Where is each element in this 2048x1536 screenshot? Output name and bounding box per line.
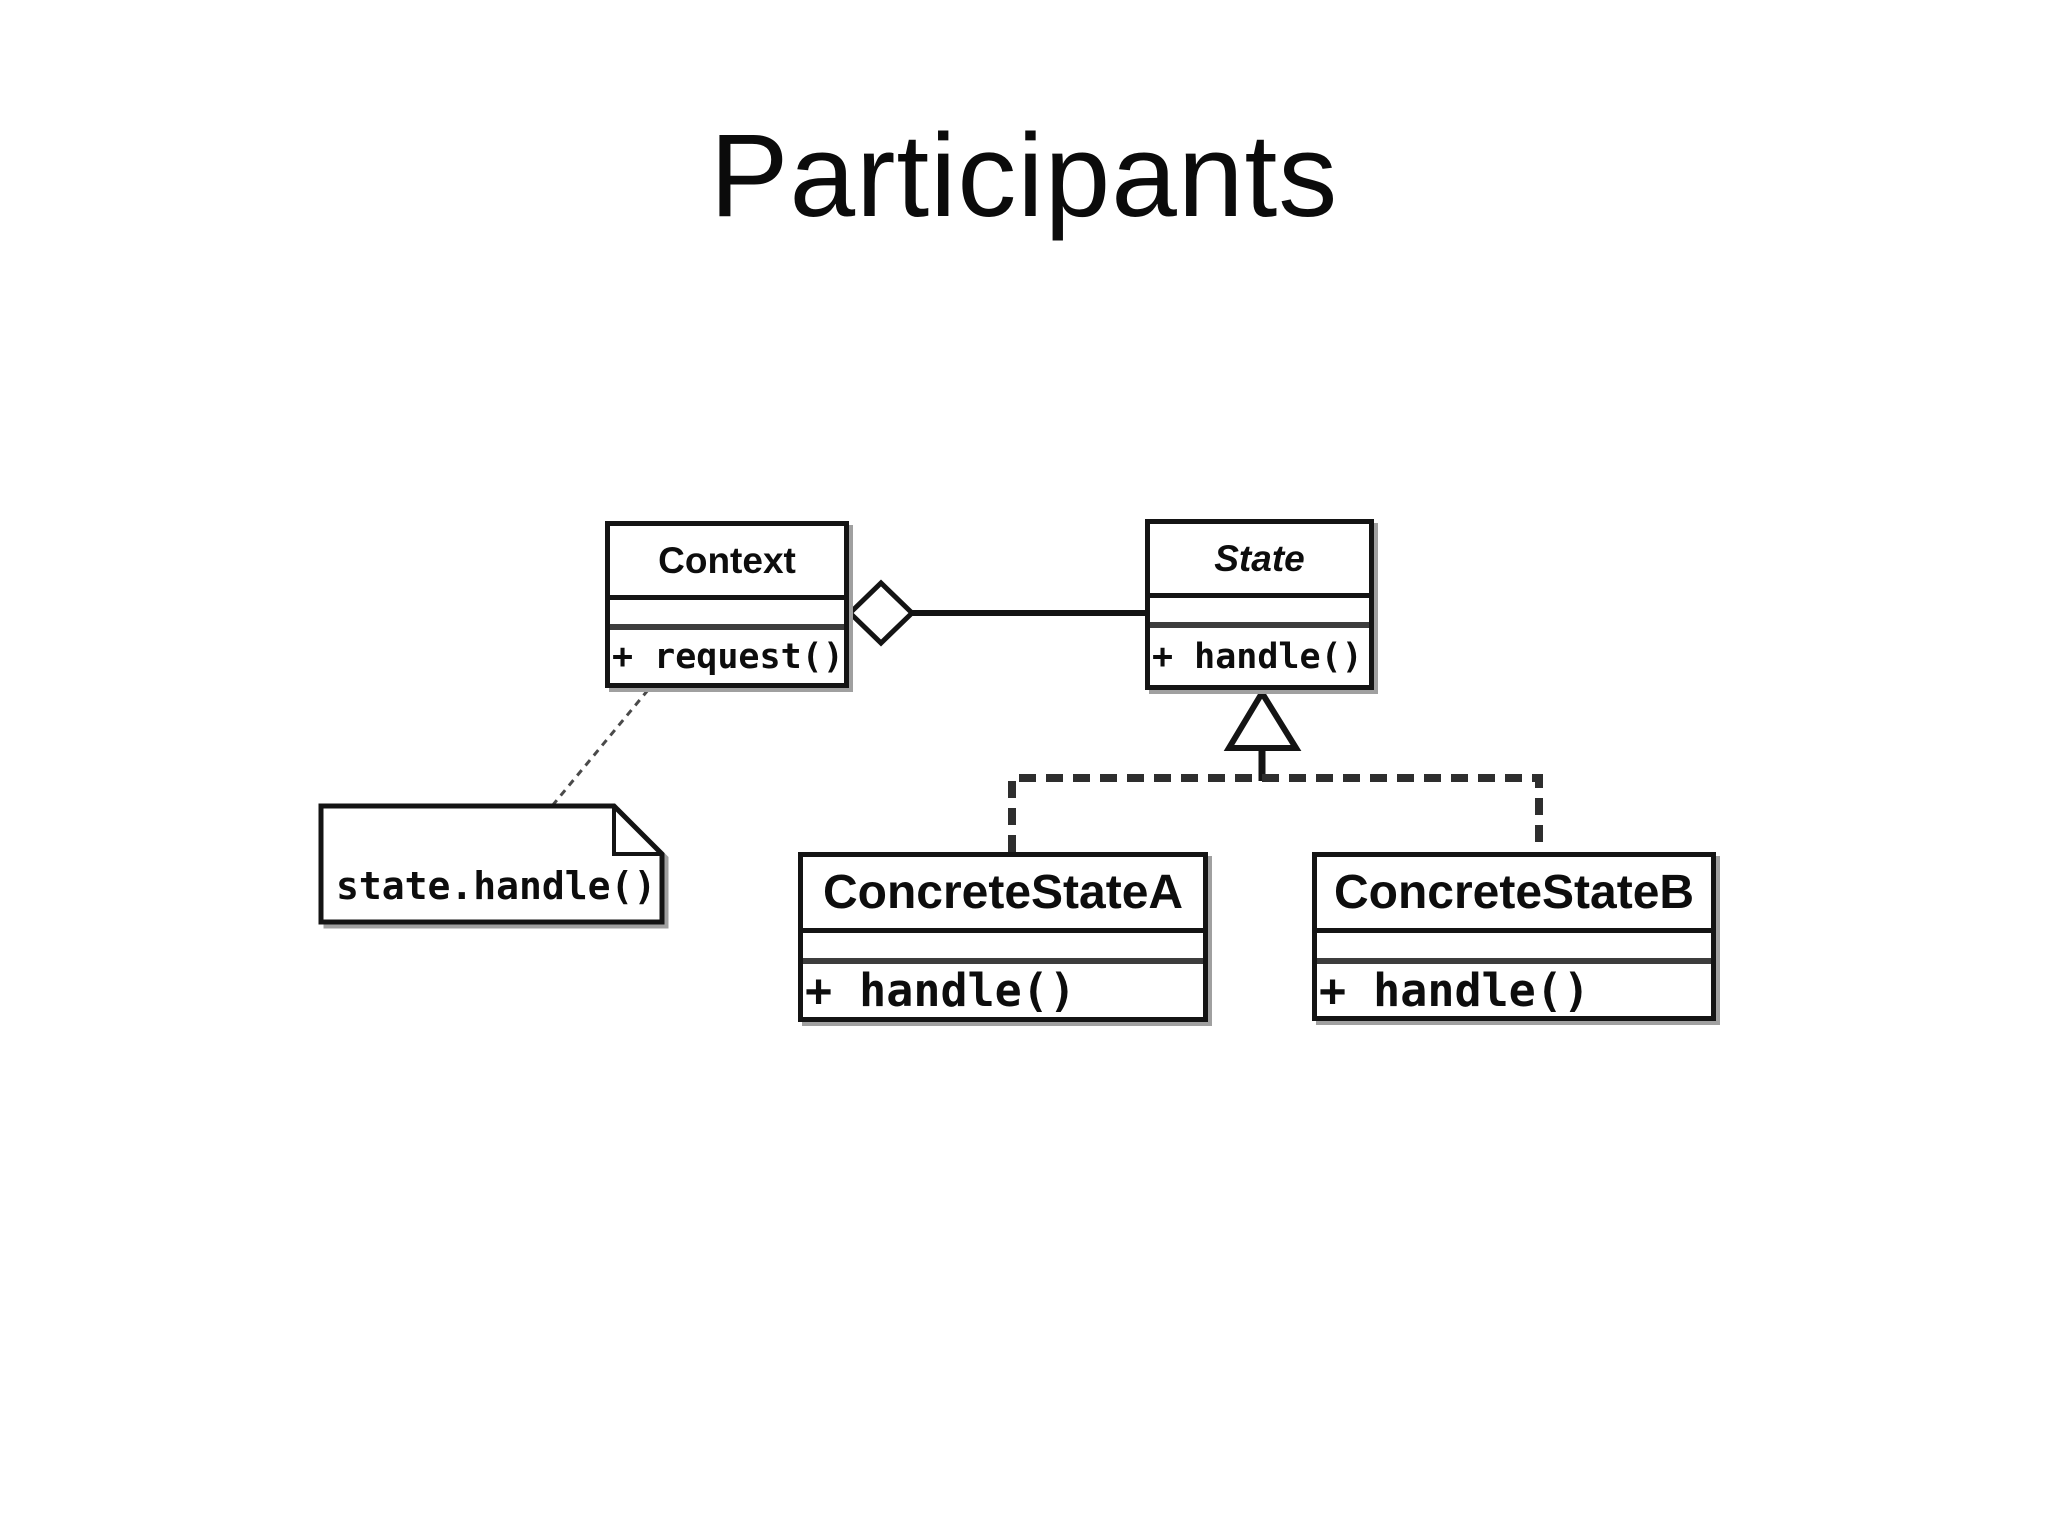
class-attributes-compartment — [803, 933, 1203, 964]
class-method-label: + handle() — [1152, 636, 1363, 677]
slide-title: Participants — [709, 110, 1339, 242]
class-name-label: ConcreteStateA — [803, 857, 1203, 933]
uml-note: state.handle() — [318, 802, 674, 936]
class-name-label: State — [1150, 524, 1369, 598]
class-method-label: + handle() — [805, 964, 1076, 1017]
uml-class-state: State + handle() — [1145, 519, 1374, 690]
uml-class-concrete-state-a: ConcreteStateA + handle() — [798, 852, 1208, 1022]
note-anchor-line — [550, 689, 650, 807]
class-attributes-compartment — [1150, 598, 1369, 628]
class-name-label: ConcreteStateB — [1317, 857, 1711, 933]
class-method-label: + request() — [612, 636, 844, 677]
uml-class-concrete-state-b: ConcreteStateB + handle() — [1312, 852, 1716, 1021]
note-outline — [318, 803, 665, 925]
generalization-dashed-connector — [1008, 774, 1543, 852]
note-text-label: state.handle() — [336, 864, 657, 908]
class-name-label: Context — [610, 526, 844, 600]
class-attributes-compartment — [1317, 933, 1711, 964]
note-fold-icon — [612, 806, 662, 856]
aggregation-diamond-icon — [846, 579, 916, 647]
class-attributes-compartment — [610, 600, 844, 630]
generalization-triangle-icon — [1223, 687, 1302, 751]
note-shape — [318, 803, 669, 929]
uml-class-context: Context + request() — [605, 521, 849, 688]
class-method-label: + handle() — [1319, 964, 1590, 1016]
